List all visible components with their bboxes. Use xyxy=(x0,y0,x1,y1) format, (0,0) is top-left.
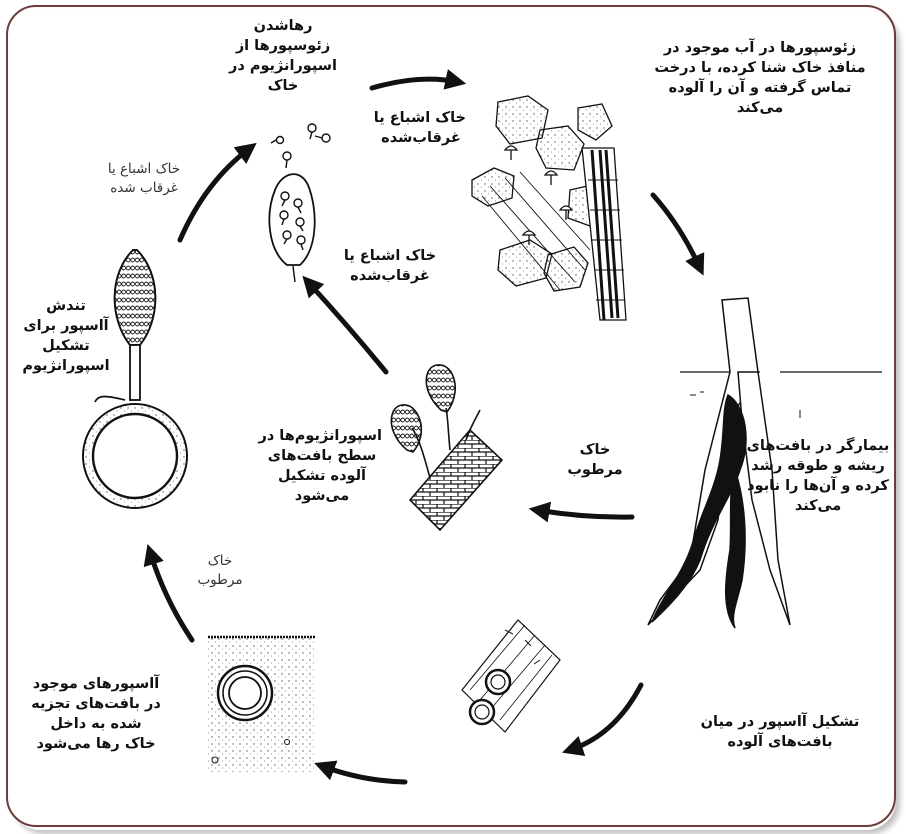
oospore-soil-illustration xyxy=(208,636,316,772)
arrow-tree-to-oospore xyxy=(570,685,641,750)
arrow-oospore-to-soil xyxy=(322,766,405,782)
oospore-in-tissue-illustration xyxy=(462,620,560,732)
label-oospore-germination: تندش آاسپور برای تشکیل اسپورانژیوم xyxy=(16,296,116,376)
zoospore-release-illustration xyxy=(269,124,330,282)
label-soil-moist-right: خاک مرطوب xyxy=(565,440,625,480)
arrow-infect-to-tree xyxy=(653,195,700,268)
arrow-sporangia-to-release xyxy=(308,282,386,372)
arrow-tree-to-sporangia xyxy=(537,510,632,517)
label-soil-moist-left: خاک مرطوب xyxy=(190,552,250,589)
label-soil-saturated-top: خاک اشباع یا غرقاب‌شده xyxy=(376,108,466,148)
label-release-zoospores: رهاشدن زئوسپورها از اسپورانژیوم در خاک xyxy=(228,16,338,96)
soil-root-illustration xyxy=(472,96,626,320)
label-soil-saturated-mid: خاک اشباع یا غرقاب‌شده xyxy=(340,246,440,286)
label-soil-saturated-left: خاک اشباع یا غرقاب شده xyxy=(94,160,194,197)
oospore-germination-illustration xyxy=(83,250,187,508)
sporangia-on-tissue-illustration xyxy=(391,365,502,530)
label-oospore-formation: تشکیل آاسپور در میان بافت‌های آلوده xyxy=(690,712,870,752)
arrow-soil-to-germination xyxy=(150,552,192,640)
label-zoospores-infect: زئوسپورها در آب موجود در منافذ خاک شنا ک… xyxy=(640,38,880,118)
label-oospores-released: آاسپورهای موجود در بافت‌های تجزیه شده به… xyxy=(26,674,166,754)
label-pathogen-grows: بیمارگر در بافت‌های ریشه و طوقه رشد کرده… xyxy=(742,436,894,516)
label-sporangia-formed: اسپورانژیوم‌ها در سطح بافت‌های آلوده تشک… xyxy=(262,426,382,506)
arrow-release-to-infect xyxy=(372,79,458,88)
